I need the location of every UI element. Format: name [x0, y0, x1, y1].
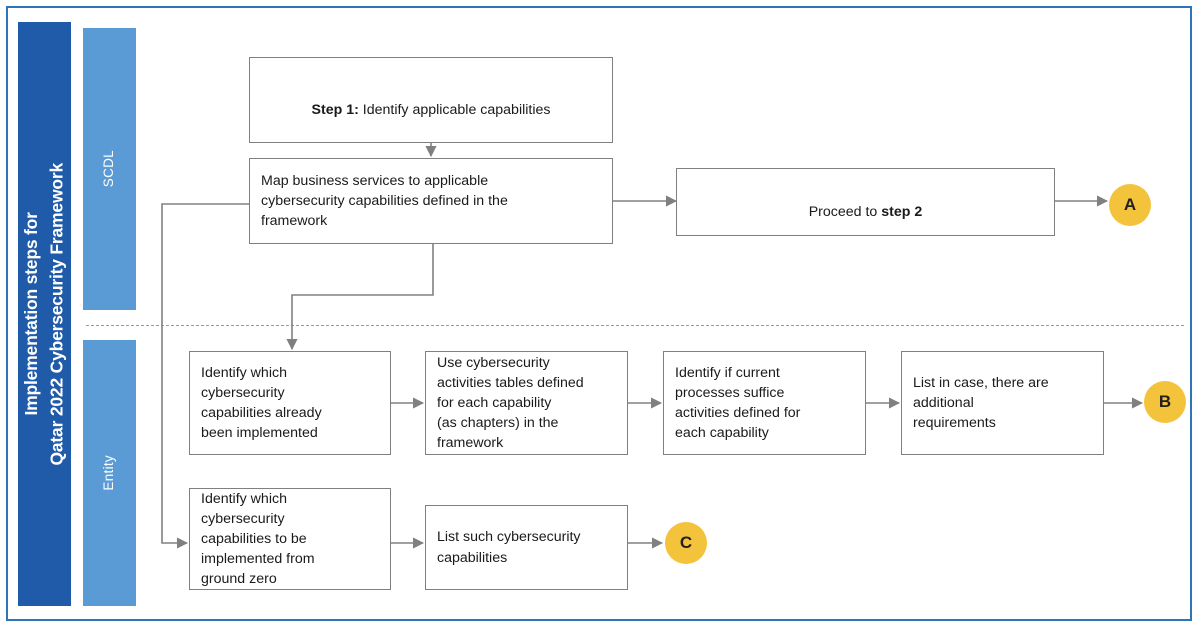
- connector-circle-a[interactable]: A: [1109, 184, 1151, 226]
- swimlane-entity: Entity: [83, 340, 136, 606]
- connector-circle-a-label: A: [1123, 195, 1137, 214]
- swimlane-label-scdl: SCDL: [101, 150, 117, 188]
- box-identify-already-implemented[interactable]: Identify which cybersecurity capabilitie…: [189, 351, 391, 455]
- box-identify-ground-zero-label: Identify which cybersecurity capabilitie…: [201, 490, 315, 588]
- outer-frame: [6, 6, 1192, 621]
- box-proceed-bold: step 2: [881, 204, 923, 220]
- box-map-business-services[interactable]: Map business services to applicable cybe…: [249, 158, 613, 244]
- box-map-business-services-label: Map business services to applicable cybe…: [261, 172, 508, 230]
- box-identify-processes-suffice-label: Identify if current processes suffice ac…: [675, 364, 801, 442]
- box-use-cybersecurity-activities-tables-label: Use cybersecurity activities tables defi…: [437, 354, 584, 452]
- box-list-additional-requirements-label: List in case, there are additional requi…: [913, 374, 1049, 432]
- connector-circle-c[interactable]: C: [665, 522, 707, 564]
- box-proceed-label: Proceed to: [808, 204, 882, 220]
- box-step1-bold: Step 1:: [311, 102, 359, 118]
- connector-circle-b[interactable]: B: [1144, 381, 1186, 423]
- box-step1[interactable]: Step 1: Identify applicable capabilities: [249, 57, 613, 143]
- connector-circle-b-label: B: [1158, 392, 1172, 411]
- swimlane-scdl: SCDL: [83, 28, 136, 310]
- box-step1-label: Identify applicable capabilities: [358, 102, 551, 118]
- connector-circle-c-label: C: [679, 533, 693, 552]
- swimlane-label-entity: Entity: [101, 455, 117, 491]
- chart-title-bar: Implementation steps for Qatar 2022 Cybe…: [18, 22, 71, 606]
- box-list-such-capabilities-label: List such cybersecurity capabilities: [437, 529, 581, 566]
- box-use-cybersecurity-activities-tables[interactable]: Use cybersecurity activities tables defi…: [425, 351, 628, 455]
- box-list-additional-requirements[interactable]: List in case, there are additional requi…: [901, 351, 1104, 455]
- box-identify-already-implemented-label: Identify which cybersecurity capabilitie…: [201, 364, 322, 442]
- box-identify-ground-zero[interactable]: Identify which cybersecurity capabilitie…: [189, 488, 391, 590]
- box-identify-processes-suffice[interactable]: Identify if current processes suffice ac…: [663, 351, 866, 455]
- box-proceed-to-step2[interactable]: Proceed to step 2: [676, 168, 1055, 236]
- page-title: Implementation steps for Qatar 2022 Cybe…: [21, 162, 67, 466]
- swimlane-divider: [86, 325, 1184, 326]
- box-list-such-capabilities[interactable]: List such cybersecurity capabilities: [425, 505, 628, 590]
